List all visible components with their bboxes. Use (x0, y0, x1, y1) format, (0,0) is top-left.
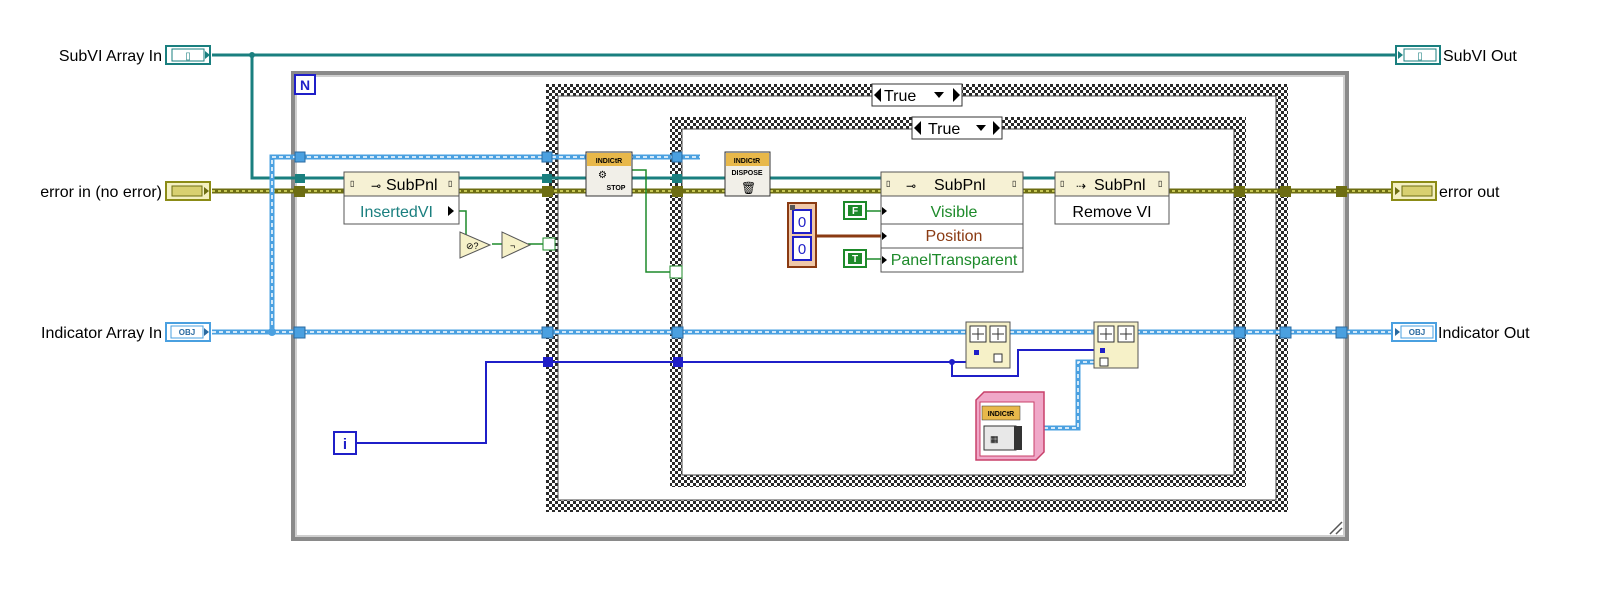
case-selector-inner[interactable]: True (911, 116, 1003, 140)
indicator-stop-method[interactable]: INDICtR ⚙ STOP (585, 151, 633, 197)
case-selector-outer[interactable]: True (871, 83, 963, 107)
trash-icon: 🗑 (741, 181, 756, 195)
ref-in-icon: ▯ (886, 179, 890, 188)
loop-count-terminal[interactable]: N (294, 74, 316, 95)
position-cluster-constant[interactable]: 0 0 (787, 202, 817, 268)
refnum-icon: ▯ (185, 51, 191, 62)
ref-out-icon: ▯ (1158, 179, 1162, 188)
refnum-icon: ▯ (1417, 51, 1423, 62)
true-constant[interactable]: T (843, 249, 867, 268)
indicator-out-terminal[interactable]: OBJ (1391, 322, 1437, 342)
dropdown-arrow-icon (934, 92, 944, 98)
loop-iteration-terminal[interactable]: i (333, 431, 357, 455)
stop-icon: ⚙ (598, 170, 607, 181)
svg-text:True: True (928, 121, 960, 138)
svg-text:STOP: STOP (607, 185, 626, 192)
not-a-refnum-function[interactable]: ⊘? (459, 231, 492, 259)
indicator-array-in-terminal[interactable]: OBJ (165, 322, 211, 342)
wire-junction (949, 359, 955, 365)
error-out-terminal[interactable] (1391, 181, 1437, 201)
boolean-wire (458, 169, 882, 273)
svg-text:¬: ¬ (510, 241, 515, 251)
error-out-label: error out (1439, 184, 1500, 201)
ref-out-icon: ▯ (1012, 179, 1016, 188)
svg-text:⊘?: ⊘? (466, 241, 479, 251)
false-constant[interactable]: F (843, 201, 867, 220)
dropdown-arrow-icon (976, 125, 986, 131)
tunnels (293, 151, 1348, 367)
object-icon: OBJ (179, 328, 195, 337)
ref-in-icon: ▯ (1060, 179, 1064, 188)
svg-text:0: 0 (798, 241, 806, 258)
svg-text:F: F (852, 206, 858, 217)
subpnl-property-node-read[interactable]: ▯ ⊸ SubPnl ▯ InsertedVI (343, 171, 460, 225)
svg-text:i: i (343, 436, 347, 453)
subvi-array-in-label: SubVI Array In (59, 48, 162, 65)
not-function[interactable]: ¬ (501, 231, 532, 259)
inserted-vi-property: InsertedVI (360, 204, 433, 221)
error-in-terminal[interactable] (165, 181, 211, 201)
remove-vi-method: Remove VI (1072, 204, 1151, 221)
svg-text:SubPnl: SubPnl (386, 177, 438, 194)
subpnl-remove-vi-node[interactable]: ▯ ⇢ SubPnl ▯ Remove VI (1054, 171, 1170, 225)
ref-out-icon: ▯ (448, 179, 452, 188)
indicator-wire (212, 154, 1392, 431)
wire-junction (268, 328, 276, 336)
svg-text:T: T (852, 254, 858, 265)
key-icon: ⊸ (371, 179, 381, 193)
svg-text:SubPnl: SubPnl (934, 177, 986, 194)
grid-icon: ▦ (990, 434, 999, 444)
subvi-out-terminal[interactable]: ▯ (1395, 45, 1441, 65)
subpnl-property-node-write[interactable]: ▯ ⊸ SubPnl ▯ Visible Position PanelTrans… (880, 171, 1024, 273)
subvi-wire (212, 53, 1396, 180)
svg-text:N: N (300, 77, 310, 93)
ref-in-icon: ▯ (350, 179, 354, 188)
indicator-array-in-label: Indicator Array In (41, 325, 162, 342)
svg-text:INDICtR: INDICtR (988, 411, 1014, 418)
indicator-class-constant[interactable]: INDICtR ▦ (975, 391, 1045, 461)
replace-array-subset-function[interactable] (1093, 321, 1139, 369)
position-property: Position (926, 228, 983, 245)
svg-text:SubPnl: SubPnl (1094, 177, 1146, 194)
subvi-out-label: SubVI Out (1443, 48, 1517, 65)
panel-transparent-property: PanelTransparent (891, 252, 1018, 269)
subvi-array-in-terminal[interactable]: ▯ (165, 45, 211, 65)
svg-text:DISPOSE: DISPOSE (731, 170, 762, 177)
key-icon: ⊸ (906, 179, 916, 193)
svg-text:INDICtR: INDICtR (596, 158, 622, 165)
error-in-label: error in (no error) (40, 184, 162, 201)
visible-property: Visible (931, 204, 978, 221)
object-icon: OBJ (1409, 328, 1425, 337)
iteration-wire (356, 349, 1094, 444)
wire-junction (249, 52, 255, 58)
for-loop (291, 71, 1349, 541)
invoke-arrow-icon: ⇢ (1076, 179, 1086, 193)
svg-text:INDICtR: INDICtR (734, 158, 760, 165)
svg-text:0: 0 (798, 214, 806, 231)
indicator-out-label: Indicator Out (1438, 325, 1530, 342)
indicator-dispose-method[interactable]: INDICtR DISPOSE 🗑 (724, 151, 771, 197)
index-array-function[interactable] (965, 321, 1011, 369)
svg-text:True: True (884, 88, 916, 105)
